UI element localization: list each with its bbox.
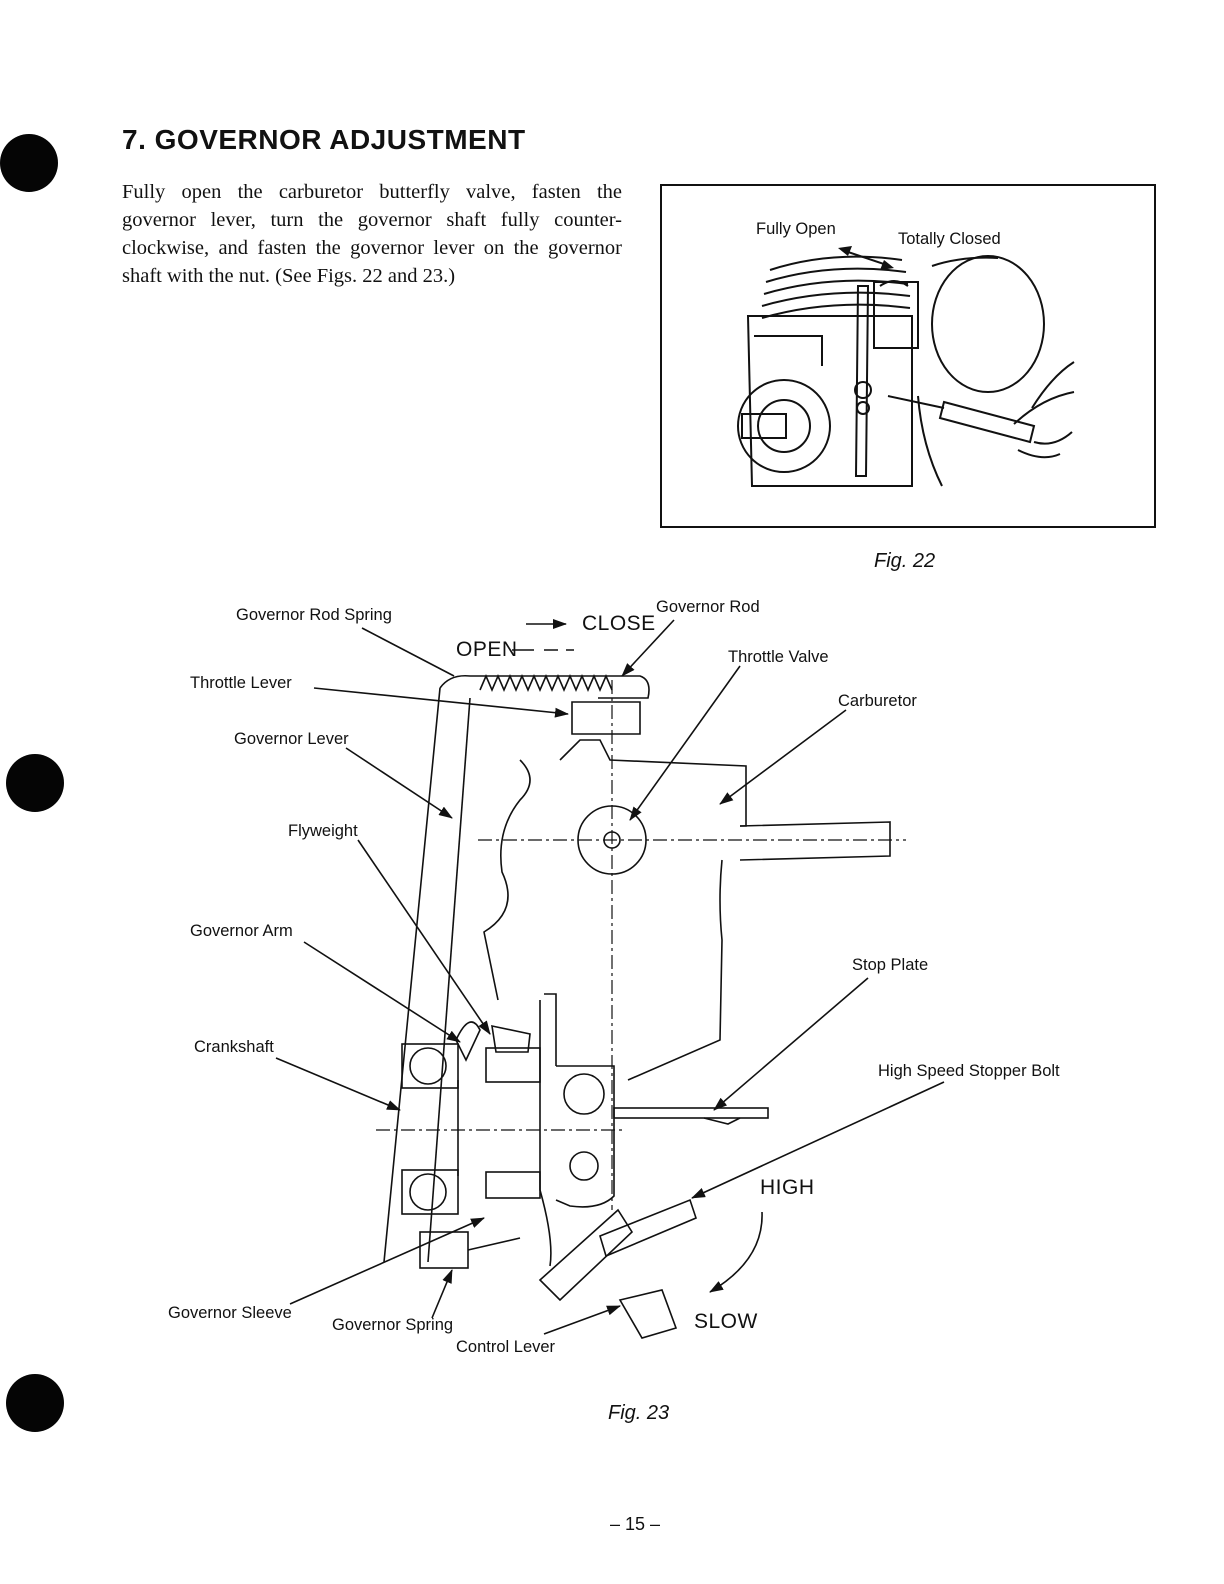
label-throttle-lever: Throttle Lever [190, 674, 292, 692]
label-flyweight: Flyweight [288, 822, 358, 840]
label-governor-arm: Governor Arm [190, 922, 293, 940]
label-high: HIGH [760, 1176, 815, 1199]
fig23-caption: Fig. 23 [608, 1402, 670, 1424]
label-governor-rod: Governor Rod [656, 598, 760, 616]
label-close: CLOSE [582, 612, 656, 635]
label-governor-lever: Governor Lever [234, 730, 349, 748]
label-governor-spring: Governor Spring [332, 1316, 454, 1334]
punch-hole-top [0, 134, 58, 192]
fig22-illustration: Fully Open Totally Closed [660, 184, 1156, 528]
label-throttle-valve: Throttle Valve [728, 648, 829, 666]
label-stop-plate: Stop Plate [852, 956, 929, 974]
label-governor-rod-spring: Governor Rod Spring [236, 606, 392, 624]
label-control-lever: Control Lever [456, 1338, 556, 1356]
fig22-caption: Fig. 22 [874, 550, 936, 572]
punch-hole-bottom [6, 1374, 64, 1432]
label-high-speed-stopper-bolt: High Speed Stopper Bolt [878, 1062, 1060, 1080]
label-open: OPEN [456, 638, 518, 661]
engine-carburetor-drawing [737, 246, 1075, 487]
section-title: 7. GOVERNOR ADJUSTMENT [122, 124, 526, 155]
page-number: – 15 – [609, 1514, 661, 1534]
punch-hole-middle [6, 754, 64, 812]
label-carburetor: Carburetor [838, 692, 917, 710]
label-crankshaft: Crankshaft [194, 1038, 274, 1056]
label-totally-closed: Totally Closed [898, 230, 1001, 248]
label-slow: SLOW [694, 1310, 758, 1333]
label-governor-sleeve: Governor Sleeve [168, 1304, 292, 1322]
label-fully-open: Fully Open [756, 220, 836, 238]
instructions-paragraph: Fully open the carburetor butterfly valv… [122, 181, 622, 287]
